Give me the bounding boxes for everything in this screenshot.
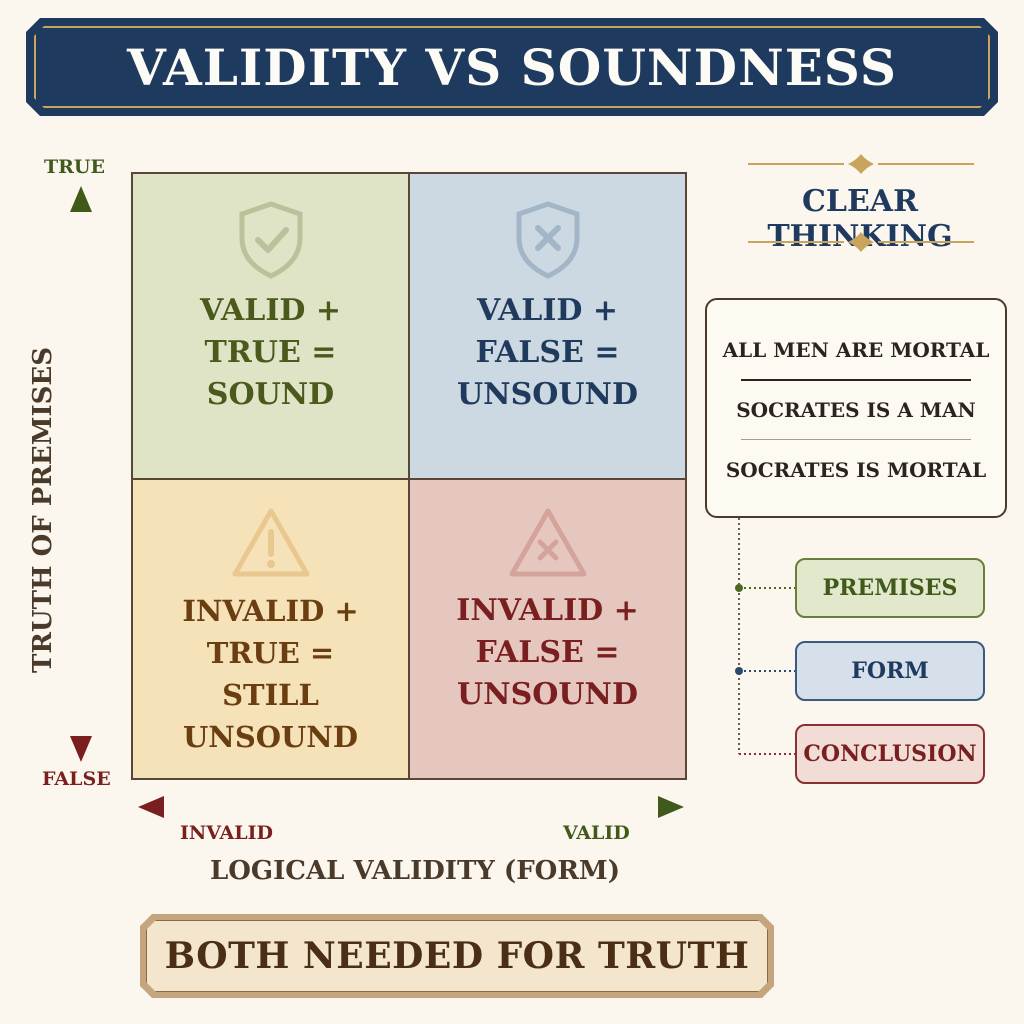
quadrant-line: SOUND [206,377,335,412]
syllogism-divider [741,439,971,440]
syllogism-premise-2: SOCRATES IS A MAN [736,398,976,422]
triangle-x-icon [509,508,586,577]
quadrant-valid-false: VALID + FALSE = UNSOUND [410,174,685,480]
x-axis-title: LOGICAL VALIDITY (FORM) [209,856,621,886]
quadrant-label: INVALID + FALSE = UNSOUND [456,590,638,716]
quadrant-line: VALID + [477,293,618,328]
footer-banner: BOTH NEEDED FOR TRUTH [140,914,774,998]
quadrant-label: VALID + FALSE = UNSOUND [457,290,638,416]
x-axis-left-label: INVALID [180,822,273,844]
tag-form: FORM [795,641,985,701]
x-axis-right-label: VALID [563,822,630,844]
warning-triangle-icon [232,508,309,577]
quadrant-line: INVALID + [456,593,639,628]
connector-lines [735,518,795,755]
quadrant-label: VALID + TRUE = SOUND [200,290,341,416]
quadrant-line: STILL UNSOUND [183,678,358,754]
quadrant-line: INVALID + [182,594,359,628]
syllogism-box: ALL MEN ARE MORTAL SOCRATES IS A MAN SOC… [705,298,1007,518]
shield-check-icon [239,201,302,279]
tag-conclusion: CONCLUSION [795,724,985,784]
quadrant-line: UNSOUND [457,377,638,412]
tag-premises: PREMISES [795,558,985,618]
quadrant-line: FALSE = [475,335,620,370]
y-axis-top-label: TRUE [44,156,105,178]
footer-banner-inner [146,920,768,992]
y-axis-title: TRUTH OF PREMISES [28,346,58,674]
quadrant-invalid-true: INVALID + TRUE = STILL UNSOUND [133,480,410,778]
quadrant-line: FALSE = [475,635,620,670]
ornament-top-icon [748,154,974,174]
quadrant-line: VALID + [200,293,341,328]
quadrant-invalid-false: INVALID + FALSE = UNSOUND [410,480,685,778]
syllogism-premise-1: ALL MEN ARE MORTAL [722,338,990,362]
quadrant-grid: VALID + TRUE = SOUND VALID + FALSE = UNS… [131,172,687,780]
shield-x-icon [516,201,579,279]
syllogism-conclusion: SOCRATES IS MORTAL [725,458,987,482]
title-banner-border [34,26,990,108]
quadrant-line: UNSOUND [457,677,638,712]
ornament-bottom-icon [748,232,974,252]
quadrant-valid-true: VALID + TRUE = SOUND [133,174,410,480]
x-axis-arrow [138,796,684,818]
syllogism-divider [741,379,971,381]
quadrant-line: TRUE = [206,636,335,670]
page-title: VALIDITY VS SOUNDNESS [127,37,897,97]
quadrant-label: INVALID + TRUE = STILL UNSOUND [133,590,408,758]
y-axis-arrow [70,186,92,762]
title-banner: VALIDITY VS SOUNDNESS [26,18,998,116]
quadrant-line: TRUE = [204,335,337,370]
y-axis-bottom-label: FALSE [42,768,111,790]
footer-text: BOTH NEEDED FOR TRUTH [164,935,750,977]
